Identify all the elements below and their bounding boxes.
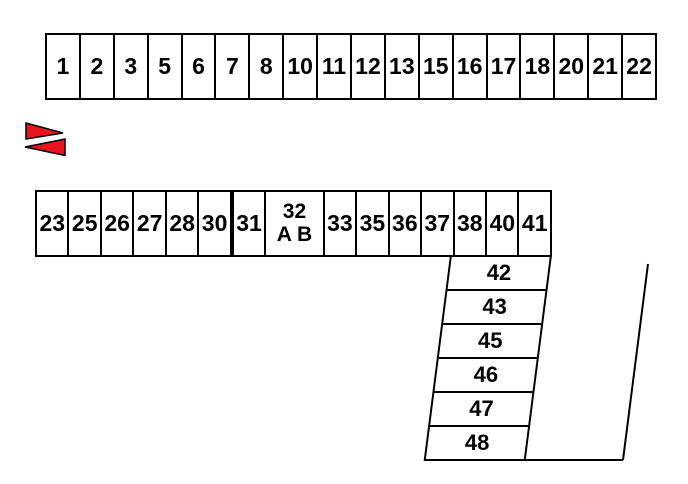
fuse-row-middle: 23 25 26 27 28 30 31 32 A B 33 35 36 37 … [35, 190, 552, 257]
arrow-right-icon [25, 122, 64, 140]
fuse-cell-3: 3 [115, 35, 149, 98]
fuse-cell-45-label: 45 [477, 328, 503, 353]
fuse-cell-33: 33 [325, 192, 358, 255]
fuse-cell-43: 43 [443, 291, 546, 325]
fuse-cell-46: 46 [434, 359, 537, 393]
fuse-cell-18: 18 [521, 35, 556, 98]
fuse-cell-47-label: 47 [469, 396, 494, 421]
fuse-cell-23: 23 [37, 192, 70, 255]
panel-right-edge-line [622, 263, 649, 461]
fuse-cell-27: 27 [134, 192, 167, 255]
fuse-cell-35: 35 [357, 192, 390, 255]
fuse-cell-5: 5 [149, 35, 183, 98]
fuse-cell-2: 2 [81, 35, 115, 98]
fuse-cell-46-label: 46 [473, 362, 498, 387]
fuse-cell-21: 21 [589, 35, 624, 98]
fuse-cell-12: 12 [352, 35, 386, 98]
fuse-cell-48: 48 [426, 427, 528, 459]
fuse-cell-47: 47 [429, 393, 533, 427]
fuse-cell-11: 11 [318, 35, 353, 98]
fuse-cell-37: 37 [422, 192, 455, 255]
fuse-cell-38: 38 [455, 192, 487, 255]
fuse-cell-16: 16 [454, 35, 488, 98]
fuse-cell-32ab-number: 32 [282, 199, 307, 223]
fuse-cell-42-label: 42 [486, 260, 511, 285]
fuse-cell-42: 42 [447, 257, 550, 291]
fuse-cell-40: 40 [487, 192, 520, 255]
fuse-cell-13: 13 [386, 35, 420, 98]
direction-arrows [24, 122, 66, 157]
fuse-cell-30: 30 [199, 192, 234, 255]
fuse-cell-8: 8 [250, 35, 285, 98]
fuse-cell-7: 7 [216, 35, 251, 98]
fuse-cell-36: 36 [390, 192, 423, 255]
fuse-cell-48-label: 48 [464, 430, 490, 455]
fuse-cell-41: 41 [521, 210, 548, 236]
fuse-cell-26: 26 [102, 192, 135, 255]
fuse-cell-43-label: 43 [482, 294, 507, 319]
fuse-stack: 42 43 45 46 47 48 [423, 255, 552, 461]
fuse-cell-32ab-letters: A B [276, 222, 313, 246]
fuse-row-top: 1 2 3 5 6 7 8 10 11 12 13 15 16 17 18 20… [45, 33, 657, 100]
fuse-cell-28: 28 [167, 192, 200, 255]
fuse-cell-20: 20 [555, 35, 590, 98]
fuse-cell-15: 15 [420, 35, 454, 98]
fuse-cell-45: 45 [438, 325, 542, 359]
fuse-cell-1: 1 [47, 35, 81, 98]
arrow-left-icon [24, 138, 66, 157]
fuse-cell-32ab: 32 A B [266, 192, 325, 255]
fuse-cell-17: 17 [488, 35, 522, 98]
fuse-cell-10: 10 [284, 35, 319, 98]
fuse-cell-25: 25 [69, 192, 102, 255]
fuse-cell-31: 31 [234, 192, 267, 255]
fuse-cell-22: 22 [626, 53, 652, 79]
fuse-cell-6: 6 [183, 35, 217, 98]
